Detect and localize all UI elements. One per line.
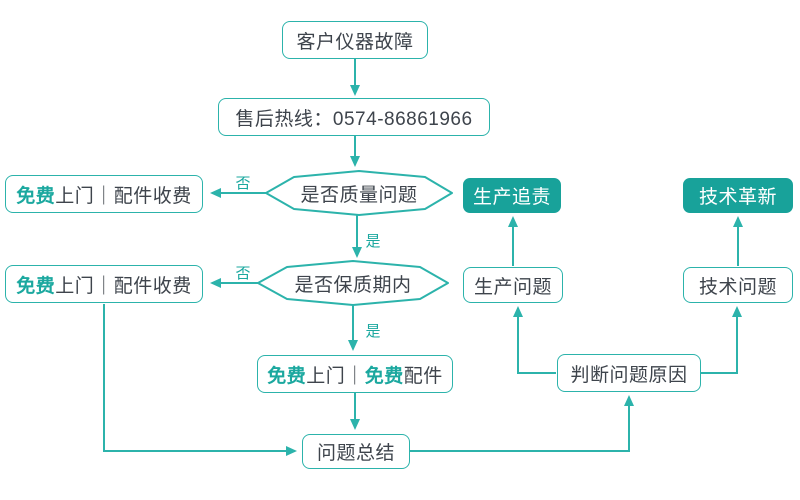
edge-paid2-to-summary <box>103 304 297 456</box>
edge-label-no-warranty: 否 <box>235 264 251 282</box>
node-production-trace: 生产追责 <box>463 178 561 213</box>
node-judge-cause: 判断问题原因 <box>557 354 701 392</box>
free-label: 免费 <box>267 365 307 387</box>
node-customer-fault: 客户仪器故障 <box>282 21 428 59</box>
paid-parts-label: 上门｜配件收费 <box>55 275 192 297</box>
free-label: 免费 <box>364 365 404 387</box>
free-label: 免费 <box>16 185 56 207</box>
free-label: 免费 <box>16 275 56 297</box>
edge-judge-to-tech <box>701 306 742 374</box>
edge-label-no-quality: 否 <box>235 174 251 192</box>
node-tech-problem: 技术问题 <box>683 267 793 303</box>
paid-parts-label: 上门｜配件收费 <box>55 185 192 207</box>
decision-warranty-shape <box>257 260 449 306</box>
edge-summary-to-judge <box>410 395 634 452</box>
edge-judge-to-production <box>513 306 556 374</box>
node-summary: 问题总结 <box>302 434 410 469</box>
node-free-visit-free-parts: 免费上门｜免费配件 <box>257 355 453 393</box>
decision-quality-label: 是否质量问题 <box>300 184 418 206</box>
node-free-visit-paid-1: 免费上门｜配件收费 <box>5 175 203 213</box>
visit-label: 上门｜ <box>306 365 365 387</box>
node-hotline: 售后热线：0574-86861966 <box>218 98 490 136</box>
edge-label-yes-quality: 是 <box>365 232 381 250</box>
node-production-problem: 生产问题 <box>463 267 563 303</box>
node-free-visit-paid-2: 免费上门｜配件收费 <box>5 265 203 303</box>
decision-quality-shape <box>265 170 453 216</box>
parts-label: 配件 <box>403 365 443 387</box>
decision-warranty-label: 是否保质期内 <box>294 274 412 296</box>
node-tech-innovation: 技术革新 <box>683 178 793 213</box>
edge-label-yes-warranty: 是 <box>365 322 381 340</box>
